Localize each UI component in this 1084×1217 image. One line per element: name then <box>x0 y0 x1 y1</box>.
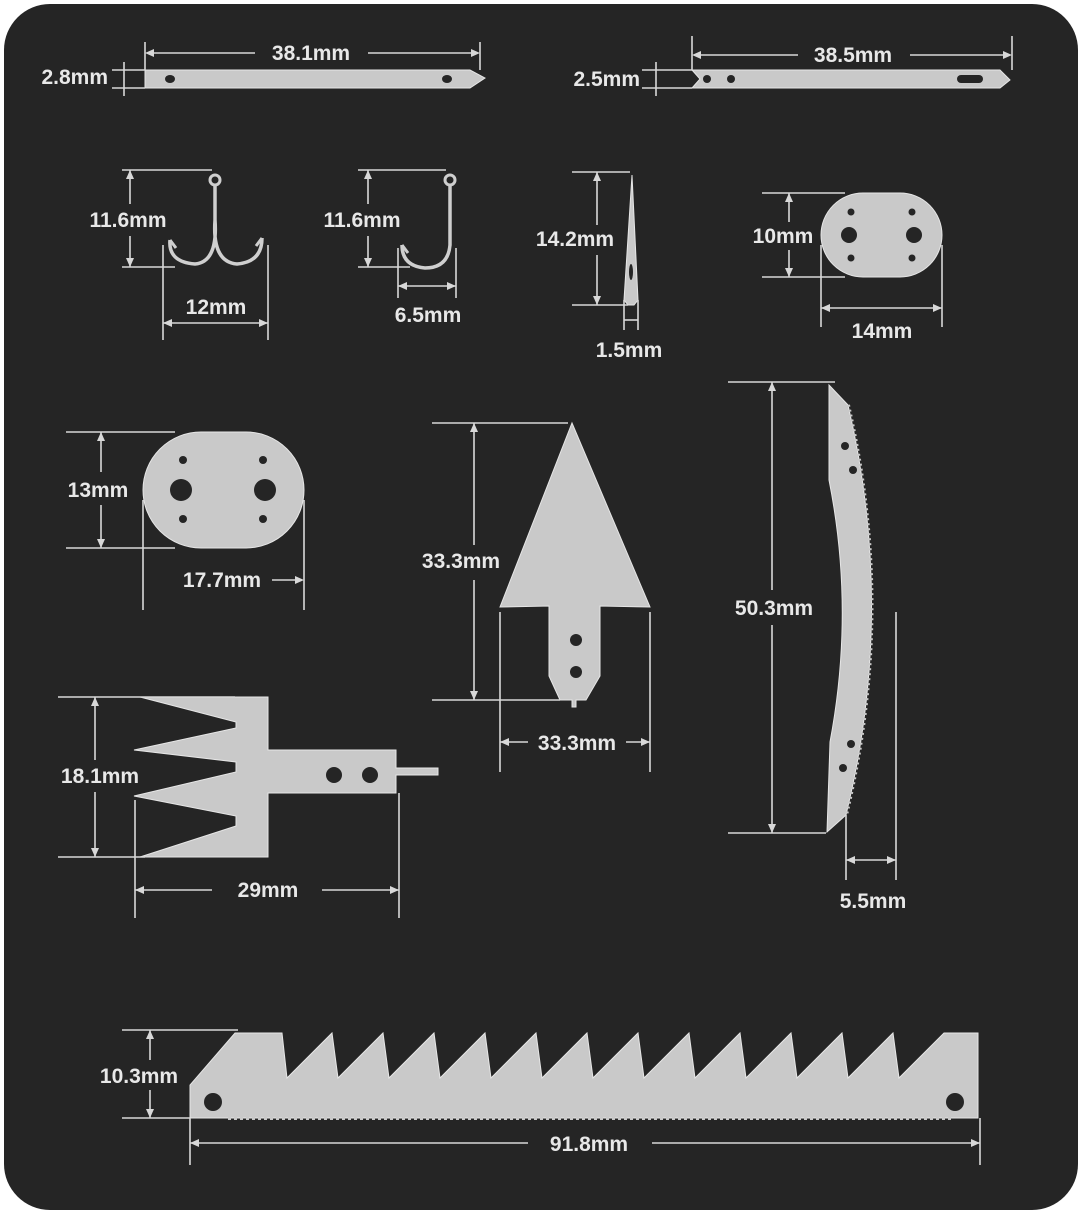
dimension-curved-saw-height: 50.3mm <box>728 381 835 834</box>
label-arrowhead-width: 33.3mm <box>538 732 616 755</box>
label-small-plate-width: 14mm <box>852 320 913 343</box>
label-large-plate-height: 13mm <box>68 479 129 502</box>
tools-diagram: 38.1mm 2.8mm 38.5mm 2.5mm <box>41 36 1013 1165</box>
label-single-hook-width: 6.5mm <box>395 304 462 327</box>
saw-blade <box>189 1031 979 1120</box>
label-needle-a-width: 2.8mm <box>41 66 108 89</box>
tool-card-panel: 38.1mm 2.8mm 38.5mm 2.5mm <box>4 4 1078 1210</box>
dimension-treble-hook-height: 11.6mm <box>89 169 212 268</box>
dimension-curved-saw-width: 5.5mm <box>840 612 907 913</box>
single-fish-hook <box>400 173 457 270</box>
label-saw-blade-height: 10.3mm <box>100 1065 178 1088</box>
dimension-treble-hook-width: 12mm <box>162 245 269 340</box>
curved-saw-blade <box>826 383 874 834</box>
label-saw-blade-length: 91.8mm <box>550 1133 628 1156</box>
dimension-needle-a-width: 2.8mm <box>41 62 145 96</box>
label-fish-spear-height: 18.1mm <box>61 765 139 788</box>
label-curved-saw-height: 50.3mm <box>735 597 813 620</box>
dimension-single-hook-height: 11.6mm <box>323 169 446 268</box>
dimension-small-plate-height: 10mm <box>753 192 845 278</box>
thin-needle <box>623 174 639 306</box>
sewing-needle-b <box>690 69 1011 89</box>
fish-spear-blade <box>133 696 439 858</box>
dimension-needle-a-length: 38.1mm <box>144 42 481 70</box>
label-needle-b-length: 38.5mm <box>814 44 892 67</box>
label-needle-b-width: 2.5mm <box>573 68 640 91</box>
label-small-plate-height: 10mm <box>753 225 814 248</box>
label-treble-hook-height: 11.6mm <box>89 209 166 232</box>
dimension-needle-b-length: 38.5mm <box>691 36 1013 70</box>
label-needle-a-length: 38.1mm <box>272 42 350 65</box>
label-arrowhead-height: 33.3mm <box>422 550 500 573</box>
label-single-hook-height: 11.6mm <box>323 209 400 232</box>
dimension-small-plate-width: 14mm <box>820 245 943 343</box>
label-large-plate-width: 17.7mm <box>183 569 261 592</box>
dimension-arrowhead-width: 33.3mm <box>499 612 651 772</box>
label-treble-hook-width: 12mm <box>186 296 247 319</box>
dimension-arrowhead-height: 33.3mm <box>422 422 568 701</box>
arrowhead-blade <box>499 421 651 708</box>
label-thin-needle-height: 14.2mm <box>536 228 614 251</box>
dimension-needle-b-width: 2.5mm <box>573 62 692 96</box>
dimension-large-plate-width: 17.7mm <box>142 500 305 610</box>
dimension-large-plate-height: 13mm <box>66 431 175 549</box>
large-oval-plate <box>142 431 305 549</box>
dimension-single-hook-width: 6.5mm <box>395 248 462 327</box>
dimension-thin-needle-width: 1.5mm <box>596 300 663 362</box>
small-oval-plate <box>820 192 943 278</box>
label-curved-saw-width: 5.5mm <box>840 890 907 913</box>
label-thin-needle-width: 1.5mm <box>596 339 663 362</box>
label-fish-spear-width: 29mm <box>238 879 299 902</box>
dimension-saw-blade-length: 91.8mm <box>189 1118 981 1165</box>
dimension-fish-spear-width: 29mm <box>134 793 400 918</box>
treble-fish-hook <box>168 173 264 266</box>
dimension-saw-blade-height: 10.3mm <box>100 1029 238 1119</box>
dimension-fish-spear-height: 18.1mm <box>58 696 235 858</box>
dimension-thin-needle-height: 14.2mm <box>536 171 630 306</box>
sewing-needle-a <box>144 69 486 89</box>
